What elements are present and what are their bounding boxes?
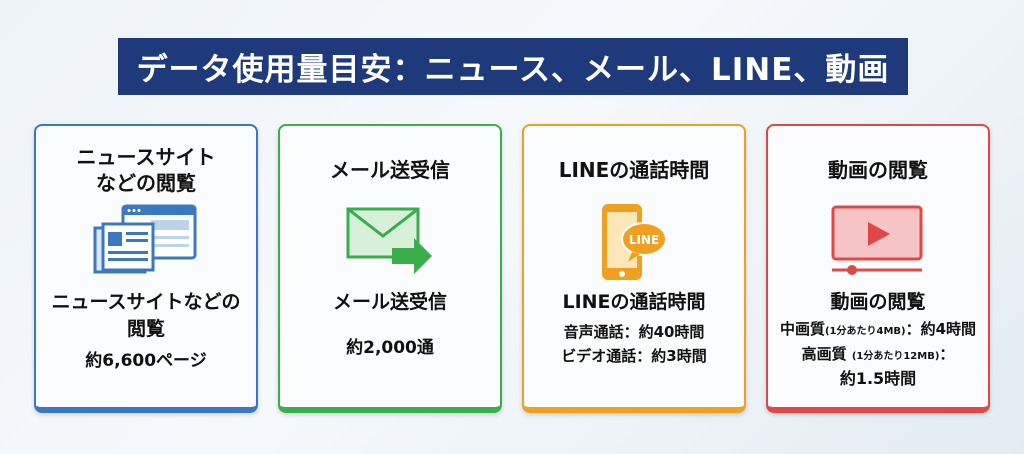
card-line: LINEの通話時間 LINE LINEの通話時間 音声通話：約40時間 ビデオ通… [522,124,746,413]
high-sep: ： [939,345,955,363]
title-banner: データ使用量目安：ニュース、メール、LINE、動画 [118,38,908,95]
smartphone-line-icon: LINE [602,204,667,280]
subtitle-text: LINEの通話時間 [562,291,706,313]
value-voice: 音声通話：約40時間 [563,323,705,341]
value-mid: 中画質(1分あたり4MB)：約4時間 [774,318,982,343]
card-title: ニュースサイト などの閲覧 [76,145,216,195]
value-text: 約6,600ページ [85,351,207,371]
subtitle-text: 動画の閲覧 [830,291,926,313]
card-news: ニュースサイト などの閲覧 ニュースサイトなどの閲覧 約6,600ページ [34,124,258,413]
video-player-icon [831,205,923,275]
high-value: 約1.5時間 [839,369,917,388]
card-subtitle: メール送受信 約2,000通 [286,289,494,360]
mail-send-icon [346,207,432,274]
page-title: データ使用量目安：ニュース、メール、LINE、動画 [136,52,890,88]
value-video: ビデオ通話：約3時間 [561,347,707,365]
card-title: 動画の閲覧 [828,158,928,182]
card-subtitle: LINEの通話時間 音声通話：約40時間 ビデオ通話：約3時間 [530,289,738,368]
high-label: 高画質 [801,345,847,363]
value-high: 高画質 (1分あたり12MB)： [774,343,982,368]
value-text: 約2,000通 [346,338,434,358]
mid-value: ：約4時間 [905,320,977,338]
subtitle-text: ニュースサイトなどの閲覧 [51,291,241,340]
card-title: メール送受信 [330,158,450,182]
line-icon-text: LINE [629,233,659,247]
news-browser-icon [93,204,197,274]
mid-note: (1分あたり4MB) [824,326,906,337]
card-mail: メール送受信 メール送受信 約2,000通 [278,124,502,413]
card-subtitle: 動画の閲覧 中画質(1分あたり4MB)：約4時間 高画質 (1分あたり12MB)… [774,289,982,390]
card-title: LINEの通話時間 [558,158,710,182]
card-subtitle: ニュースサイトなどの閲覧 約6,600ページ [42,289,250,373]
high-note: (1分あたり12MB) [851,351,940,362]
card-video: 動画の閲覧 動画の閲覧 中画質(1分あたり4MB)：約4時間 高画質 (1分あた… [766,124,990,413]
subtitle-text: メール送受信 [332,291,447,313]
mid-label: 中画質 [779,320,825,338]
